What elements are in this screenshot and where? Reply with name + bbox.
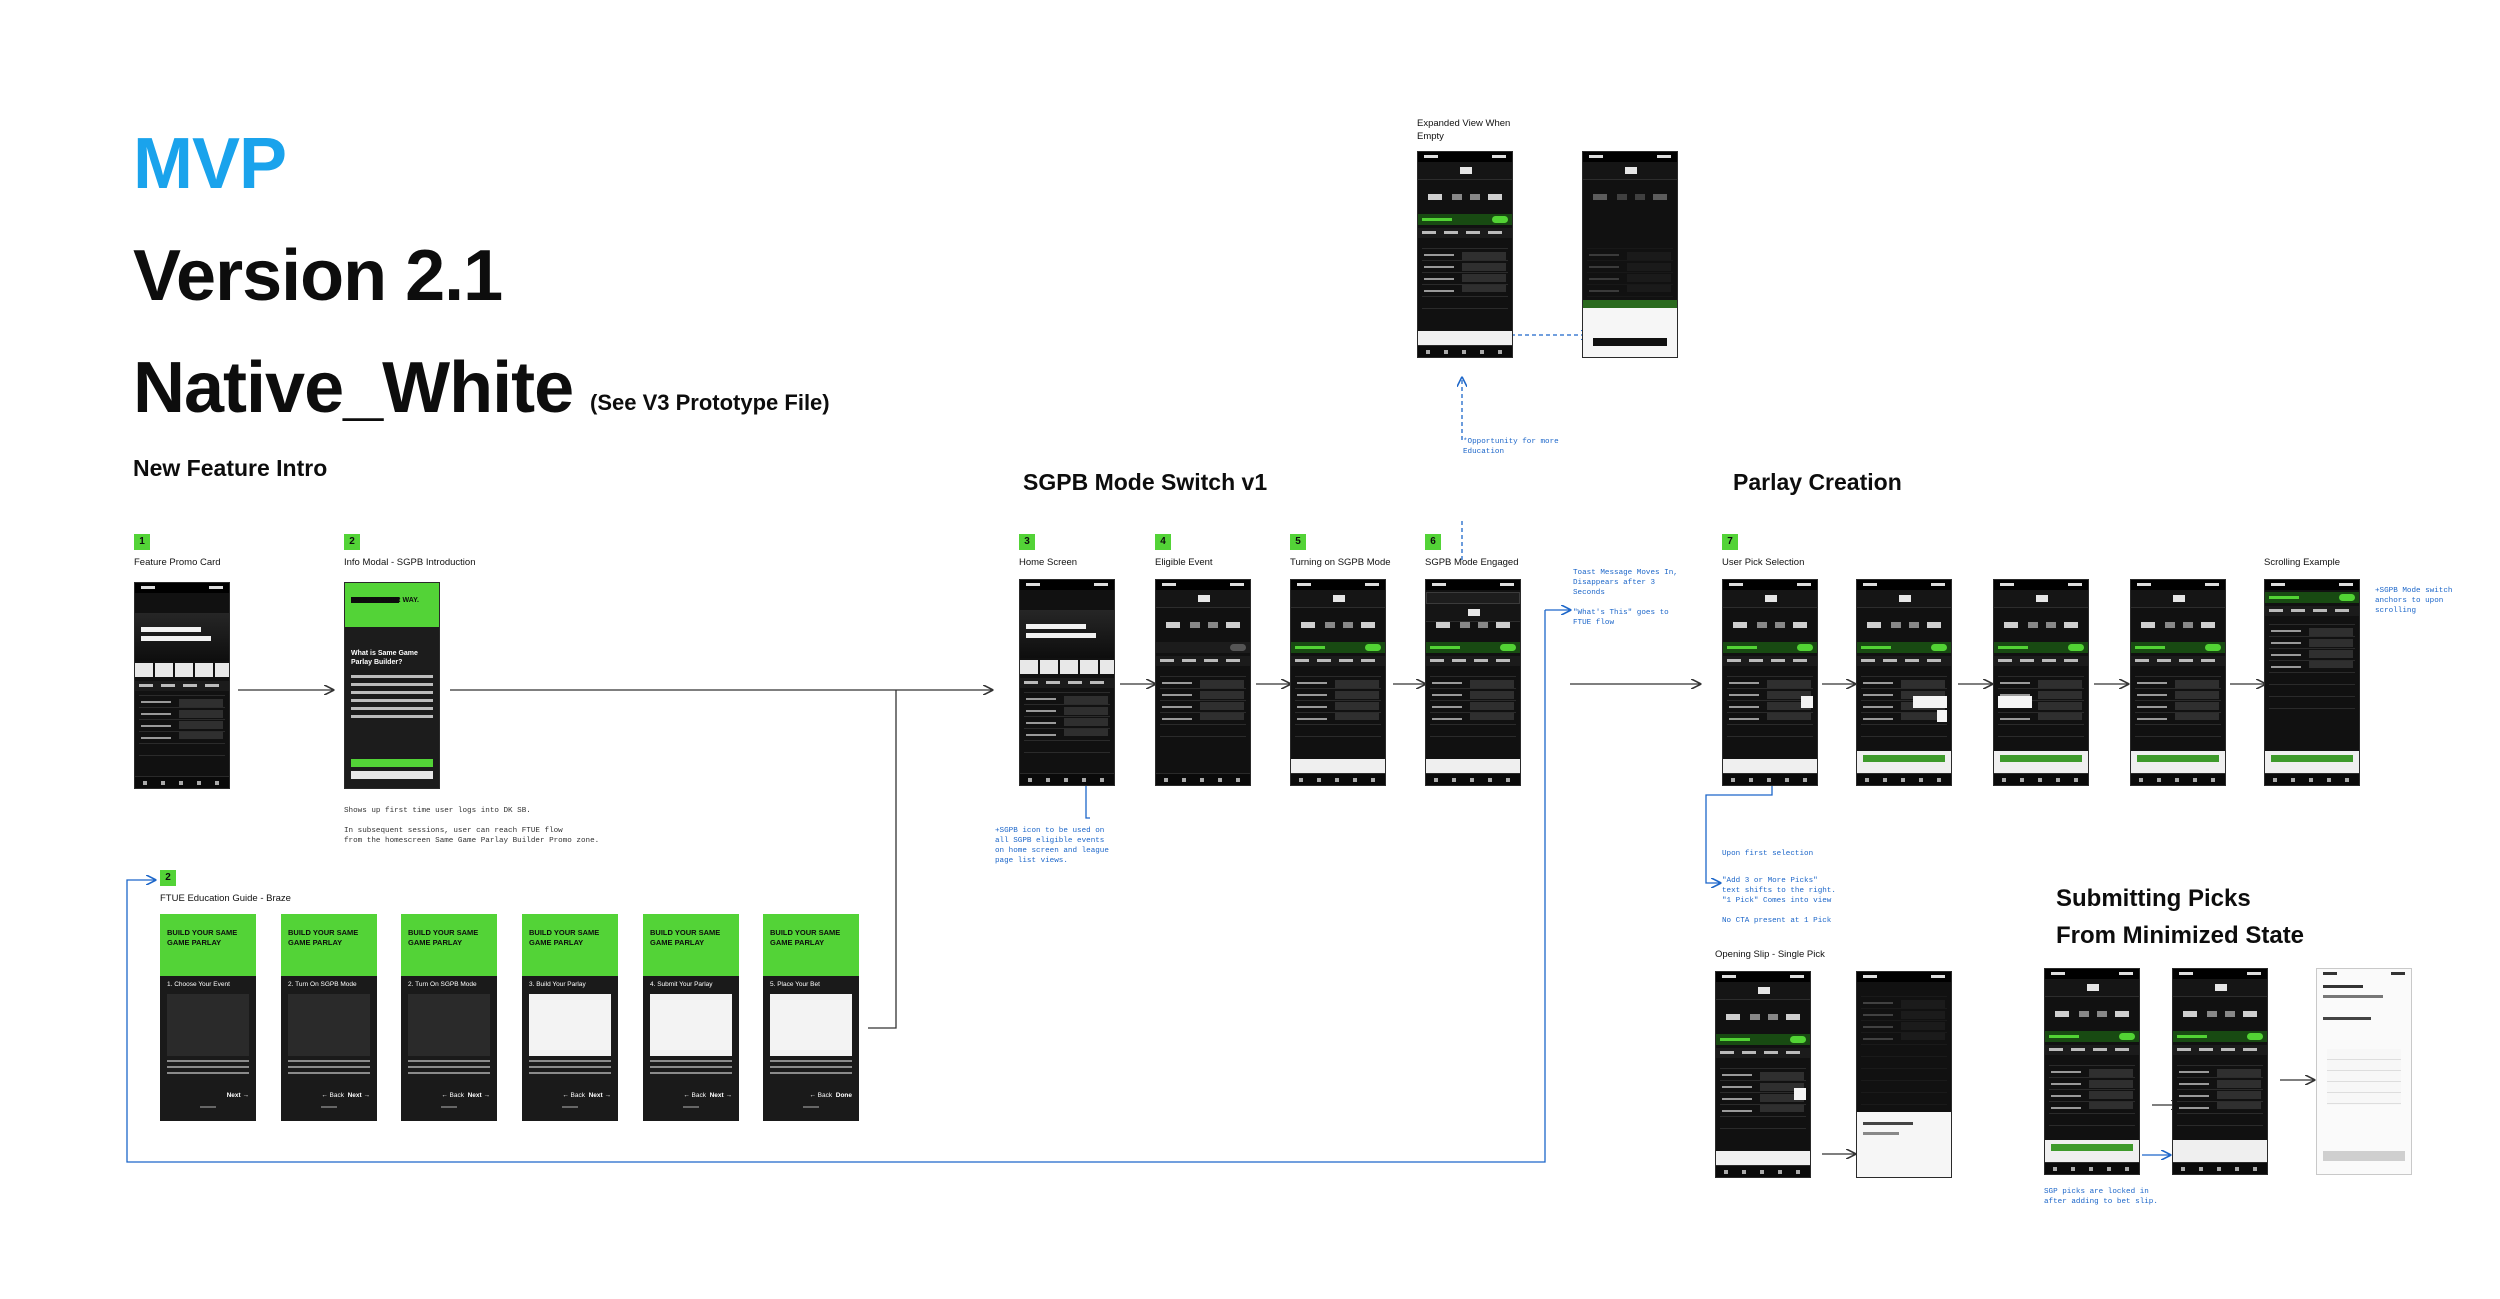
ftue-next-button[interactable]: Next → (467, 1092, 490, 1099)
section-sgpb-mode-switch: SGPB Mode Switch v1 (1023, 469, 1268, 495)
ftue-card-4[interactable]: BUILD YOUR SAME GAME PARLAY 3. Build You… (522, 914, 618, 1121)
arrow-ftue-to-home (868, 690, 897, 1029)
step-badge-2b: 2 (160, 870, 176, 886)
ftue-card-banner: BUILD YOUR SAME GAME PARLAY (650, 928, 721, 947)
ftue-next-button[interactable]: Next → (226, 1092, 249, 1099)
version-title: Version 2.1 (133, 236, 503, 316)
screen-expanded-view-empty[interactable] (1582, 151, 1678, 358)
step-label-ftue: FTUE Education Guide - Braze (160, 893, 291, 904)
blue-arrow-first-selection (1705, 770, 1773, 883)
ftue-card-title: 3. Build Your Parlay (529, 981, 586, 988)
step-label-user-pick: User Pick Selection (1722, 557, 1805, 568)
step-badge-4: 4 (1155, 534, 1171, 550)
screen-turning-on-sgpb[interactable] (1290, 579, 1386, 786)
screen-eligible-event[interactable] (1155, 579, 1251, 786)
ftue-back-button[interactable]: ← Back (809, 1092, 833, 1099)
step-badge-7: 7 (1722, 534, 1738, 550)
screen-bet-slip[interactable] (2316, 968, 2412, 1175)
step-label-eligible-event: Eligible Event (1155, 557, 1213, 568)
note-first-selection: Upon first selection (1722, 850, 1814, 858)
screen-expanded-view[interactable] (1417, 151, 1513, 358)
section-submitting-picks: Submitting Picks From Minimized State (2056, 880, 2304, 954)
ftue-card-title: 5. Place Your Bet (770, 981, 820, 988)
screen-user-pick-2[interactable] (1856, 579, 1952, 786)
ftue-card-2[interactable]: BUILD YOUR SAME GAME PARLAY 2. Turn On S… (281, 914, 377, 1121)
ftue-done-button[interactable]: Done (835, 1092, 852, 1099)
section-parlay-creation: Parlay Creation (1733, 469, 1902, 495)
ftue-card-banner: BUILD YOUR SAME GAME PARLAY (167, 928, 238, 947)
modal-title: What is Same Game Parlay Builder? (351, 650, 418, 666)
screen-user-pick-3[interactable] (1993, 579, 2089, 786)
ftue-nav[interactable]: ← Back Done (809, 1092, 852, 1099)
screen-sgpb-engaged[interactable] (1425, 579, 1521, 786)
step-label-sgpb-engaged: SGPB Mode Engaged (1425, 557, 1519, 568)
section-submitting-picks-line2: From Minimized State (2056, 922, 2305, 949)
ftue-card-6[interactable]: BUILD YOUR SAME GAME PARLAY 5. Place You… (763, 914, 859, 1121)
mvp-title: MVP (133, 124, 287, 204)
step-badge-5: 5 (1290, 534, 1306, 550)
step-label-scrolling-example: Scrolling Example (2264, 557, 2341, 568)
screen-opening-slip-2[interactable] (1856, 971, 1952, 1178)
note-toast: Toast Message Moves In, Disappears after… (1573, 569, 1678, 627)
screen-user-pick-4[interactable] (2130, 579, 2226, 786)
note-add-picks: "Add 3 or More Picks" text shifts to the… (1722, 877, 1836, 925)
screen-submit-2[interactable] (2172, 968, 2268, 1175)
ftue-next-button[interactable]: Next → (347, 1092, 370, 1099)
ftue-nav[interactable]: ← Back Next → (562, 1092, 611, 1099)
ftue-card-5[interactable]: BUILD YOUR SAME GAME PARLAY 4. Submit Yo… (643, 914, 739, 1121)
step-badge-3: 3 (1019, 534, 1035, 550)
screen-home[interactable] (1019, 579, 1115, 786)
screen-opening-slip-1[interactable] (1715, 971, 1811, 1178)
ftue-nav[interactable]: ← Back Next → (683, 1092, 732, 1099)
screen-info-modal[interactable]: PARLAY YOUR WAY. What is Same Game Parla… (344, 582, 440, 789)
step-label-feature-promo-card: Feature Promo Card (134, 557, 221, 568)
ftue-card-title: 4. Submit Your Parlay (650, 981, 713, 988)
native-title: Native_White (133, 348, 574, 428)
note-sgpb-icon: +SGPB icon to be used on all SGPB eligib… (995, 827, 1109, 865)
step-label-opening-slip: Opening Slip - Single Pick (1715, 949, 1825, 960)
ftue-back-button[interactable]: ← Back (321, 1092, 344, 1099)
step-label-home-screen: Home Screen (1019, 557, 1078, 568)
screen-user-pick-1[interactable] (1722, 579, 1818, 786)
ftue-card-banner: BUILD YOUR SAME GAME PARLAY (288, 928, 359, 947)
ftue-back-button[interactable]: ← Back (441, 1092, 464, 1099)
section-new-feature-intro: New Feature Intro (133, 455, 328, 481)
step-label-expanded-view: Expanded View When Empty (1417, 118, 1511, 142)
ftue-next-button[interactable]: Next → (588, 1092, 611, 1099)
step-label-turning-on: Turning on SGPB Mode (1290, 557, 1391, 568)
ftue-card-title: 2. Turn On SGPB Mode (408, 981, 477, 988)
ftue-back-button[interactable]: ← Back (683, 1092, 706, 1099)
note-locked: SGP picks are locked in after adding to … (2044, 1188, 2158, 1206)
ftue-nav[interactable]: ← Back Next → (321, 1092, 370, 1099)
ftue-card-3[interactable]: BUILD YOUR SAME GAME PARLAY 2. Turn On S… (401, 914, 497, 1121)
step-badge-6: 6 (1425, 534, 1441, 550)
note-anchors: +SGPB Mode switch anchors to upon scroll… (2375, 587, 2453, 615)
step-badge-2: 2 (344, 534, 360, 550)
ftue-card-banner: BUILD YOUR SAME GAME PARLAY (770, 928, 841, 947)
note-first-time: Shows up first time user logs into DK SB… (344, 807, 600, 845)
screen-scrolling-example[interactable] (2264, 579, 2360, 786)
ftue-card-1[interactable]: BUILD YOUR SAME GAME PARLAY 1. Choose Yo… (160, 914, 256, 1121)
ftue-card-banner: BUILD YOUR SAME GAME PARLAY (529, 928, 600, 947)
ftue-card-title: 2. Turn On SGPB Mode (288, 981, 357, 988)
screen-feature-promo-card[interactable] (134, 582, 230, 789)
ftue-card-title: 1. Choose Your Event (167, 981, 230, 988)
prototype-note: (See V3 Prototype File) (590, 390, 830, 415)
ftue-back-button[interactable]: ← Back (562, 1092, 585, 1099)
step-badge-1: 1 (134, 534, 150, 550)
ftue-nav[interactable]: ← Back Next → (441, 1092, 490, 1099)
step-label-info-modal: Info Modal - SGPB Introduction (344, 557, 476, 568)
modal-banner-text: PARLAY YOUR WAY. (351, 597, 419, 604)
section-submitting-picks-line1: Submitting Picks (2056, 885, 2251, 912)
note-opportunity: *Opportunity for more Education (1463, 438, 1559, 456)
ftue-card-banner: BUILD YOUR SAME GAME PARLAY (408, 928, 479, 947)
screen-submit-1[interactable] (2044, 968, 2140, 1175)
ftue-next-button[interactable]: Next → (709, 1092, 732, 1099)
